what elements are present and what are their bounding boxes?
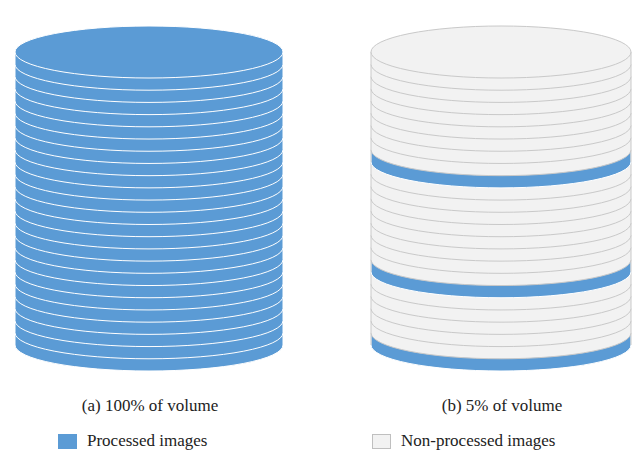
legend-swatch — [58, 434, 77, 449]
cylinder-top — [371, 26, 631, 78]
image-stack-cylinder — [371, 26, 631, 371]
legend-text: Non-processed images — [401, 431, 555, 451]
image-stack-cylinder — [15, 26, 283, 371]
cylinder-top — [15, 26, 283, 78]
legend-text: Processed images — [87, 431, 207, 451]
legend-swatch — [372, 434, 391, 449]
panel-caption: (a) 100% of volume — [82, 396, 218, 416]
panel-caption: (b) 5% of volume — [442, 396, 562, 416]
